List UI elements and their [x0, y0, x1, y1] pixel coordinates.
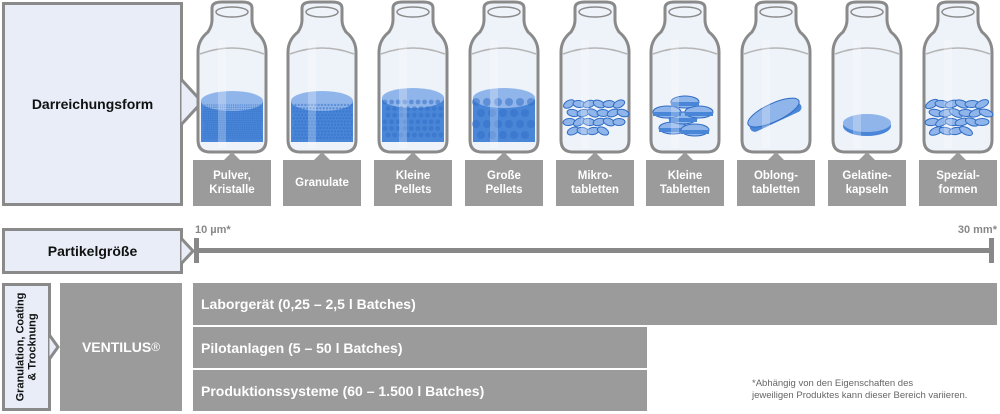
form-label-oblong-tablets: Oblong- tabletten: [737, 152, 815, 206]
jar-gelatin-capsules: [825, 0, 909, 156]
jar-content: [652, 95, 714, 137]
registered-mark: ®: [151, 340, 161, 354]
dosage-form-label: Darreichungsform: [31, 96, 154, 112]
equipment-bar-0: Laborgerät (0,25 – 2,5 l Batches): [193, 283, 997, 325]
vial-icon: [377, 0, 449, 154]
jar-content: [562, 99, 630, 136]
jar-content: [382, 88, 444, 142]
vial-icon: [649, 0, 721, 154]
form-label-micro-tablets: Mikro- tabletten: [556, 152, 634, 206]
form-label-granulate: Granulate: [283, 152, 361, 206]
vial-icon: [831, 0, 903, 154]
form-label-small-tablets: Kleine Tabletten: [646, 152, 724, 206]
form-label-large-pellets: Große Pellets: [465, 152, 543, 206]
vial-icon: [922, 0, 994, 154]
vial-icon: [559, 0, 631, 154]
process-header: Granulation, Coating & Trocknung: [2, 283, 51, 411]
process-label: Granulation, Coating & Trocknung: [14, 292, 39, 402]
jar-small-pellets: [371, 0, 455, 156]
jar-small-tablets: [643, 0, 727, 156]
jar-powder: [190, 0, 274, 156]
dosage-form-arrow: [180, 76, 205, 128]
particle-size-scale: [194, 238, 994, 263]
form-label-small-pellets: Kleine Pellets: [374, 152, 452, 206]
form-label-gelatin-capsules: Gelatine- kapseln: [828, 152, 906, 206]
jar-content: [843, 114, 891, 136]
form-label-powder: Pulver, Kristalle: [193, 152, 271, 206]
particle-size-header: Partikelgröße: [2, 228, 183, 274]
jar-oblong-tablets: [734, 0, 818, 156]
jar-content: [291, 91, 353, 142]
equipment-bar-1: Pilotanlagen (5 – 50 l Batches): [193, 327, 647, 368]
jar-content: [201, 91, 263, 142]
vial-icon: [286, 0, 358, 154]
particle-size-label: Partikelgröße: [47, 243, 138, 259]
form-label-special-forms: Spezial- formen: [919, 152, 997, 206]
product-box: VENTILUS®: [60, 283, 182, 411]
particle-size-arrow: [180, 236, 196, 266]
vial-icon: [196, 0, 268, 154]
jar-micro-tablets: [553, 0, 637, 156]
process-arrow: [48, 332, 60, 362]
jar-special-forms: [916, 0, 1000, 156]
dosage-form-header: Darreichungsform: [2, 2, 183, 206]
vial-icon: [740, 0, 812, 154]
jar-content: [747, 97, 802, 132]
jar-content: [924, 98, 994, 136]
product-name: VENTILUS: [81, 339, 152, 355]
vial-icon: [468, 0, 540, 154]
scale-min-label: 10 µm*: [195, 224, 231, 236]
jar-content: [472, 88, 535, 142]
equipment-bar-2: Produktionssysteme (60 – 1.500 l Batches…: [193, 370, 647, 411]
jar-large-pellets: [462, 0, 546, 156]
footnote: *Abhängig von den Eigenschaften des jewe…: [752, 378, 968, 401]
scale-max-label: 30 mm*: [957, 224, 997, 236]
jar-granulate: [280, 0, 364, 156]
